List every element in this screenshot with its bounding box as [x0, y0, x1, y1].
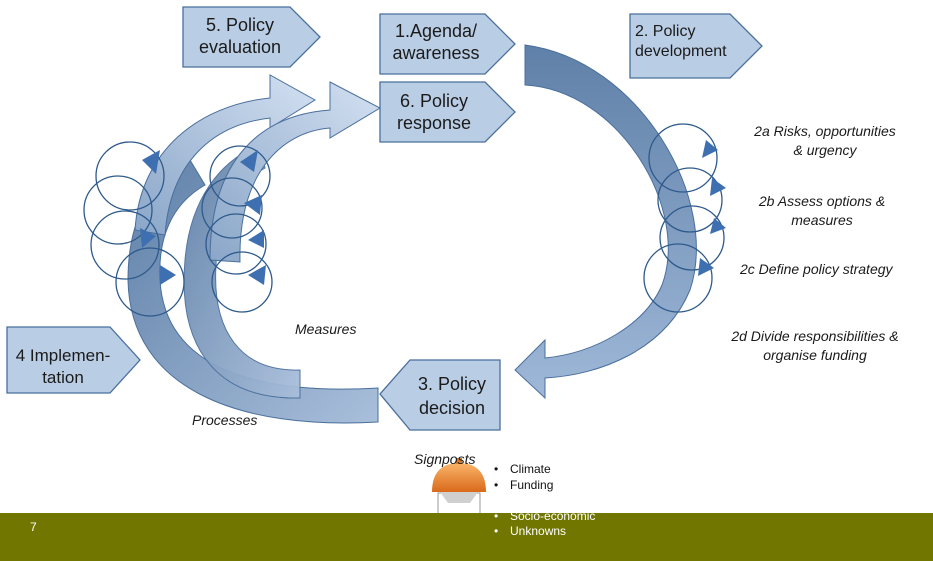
label-policy-decision: 3. Policy decision [417, 374, 487, 418]
process-loops-left [83, 141, 185, 317]
label-policy-development: 2. Policy development [635, 23, 727, 60]
page-number: 7 [30, 520, 37, 534]
list-item: Socio-economic [494, 509, 621, 525]
list-item: Policy env.ironmengt [494, 493, 621, 509]
label-processes: Processes [192, 412, 258, 428]
box-policy-evaluation [182, 6, 321, 68]
label-divide-responsibilities: 2d Divide responsibilities & organise fu… [731, 328, 899, 363]
box-policy-decision [379, 359, 501, 431]
box-agenda-awareness [379, 13, 516, 75]
box-policy-response [379, 81, 516, 143]
label-policy-response: 6. Policy response [396, 91, 472, 133]
label-define-strategy: 2c Define policy strategy [740, 261, 893, 277]
box-policy-development [629, 13, 763, 79]
label-risks-opportunities: 2a Risks, opportunities & urgency [754, 123, 896, 158]
label-policy-evaluation: 5. Policy evaluation [198, 15, 282, 57]
signposts-list: Climate Funding Policy env.ironmengt Soc… [494, 462, 621, 540]
label-agenda-awareness: 1.Agenda/ awareness [392, 21, 480, 63]
label-implementation: 4 Implemen- tation [15, 346, 111, 387]
label-measures: Measures [295, 321, 357, 337]
list-item: Unknowns [494, 524, 621, 540]
box-implementation [6, 326, 141, 394]
footer-bar [0, 513, 933, 561]
development-cycle-arrow [514, 44, 697, 400]
label-assess-options: 2b Assess options & measures [758, 193, 886, 228]
list-item: Climate [494, 462, 621, 478]
list-item: Funding [494, 478, 621, 494]
development-loops-right [643, 123, 725, 313]
loop-arrowheads [140, 140, 726, 285]
label-signposts: Signposts [414, 451, 476, 467]
process-loops-mid [201, 145, 273, 313]
